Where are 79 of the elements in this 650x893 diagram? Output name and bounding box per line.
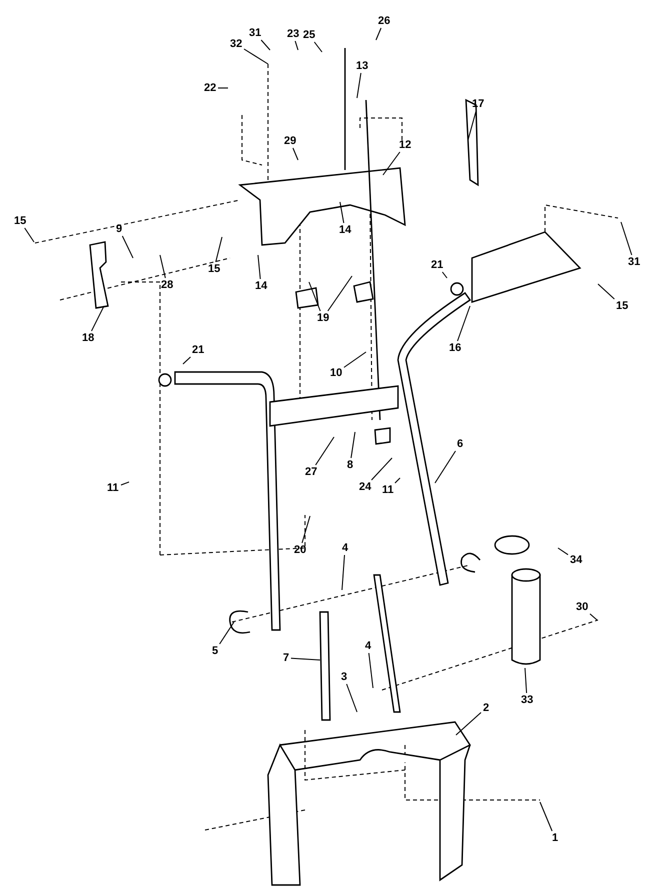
leader-line	[258, 254, 261, 280]
callout-number: 2	[482, 702, 490, 714]
callout-number: 14	[338, 224, 352, 236]
callout-number: 11	[106, 482, 120, 494]
leader-line	[122, 236, 134, 258]
callout-number: 7	[282, 652, 290, 664]
callout-number: 25	[302, 29, 316, 41]
callout-number: 4	[364, 640, 372, 652]
callout-number: 5	[211, 645, 220, 657]
leader-line	[91, 306, 104, 332]
leader-line	[590, 613, 598, 620]
leader-line	[620, 222, 632, 256]
callout-number: 18	[81, 332, 96, 344]
leader-line	[598, 284, 615, 300]
leader-line	[434, 450, 456, 484]
callout-number: 21	[191, 344, 206, 356]
leader-line	[342, 554, 345, 590]
callout-number: 29	[283, 135, 298, 147]
leader-line	[558, 548, 568, 556]
callout-number: 19	[316, 312, 330, 324]
callout-number: 26	[377, 15, 392, 27]
callout-number: 34	[569, 554, 584, 566]
leader-line	[215, 236, 222, 262]
leader-line	[457, 306, 470, 342]
callout-number: 32	[229, 38, 244, 50]
callout-number: 28	[160, 279, 174, 291]
callout-number: 30	[575, 601, 590, 613]
leader-line	[540, 802, 553, 832]
leader-line	[314, 42, 322, 52]
leader-line	[368, 652, 374, 688]
leader-line	[308, 282, 321, 312]
leader-line	[456, 712, 482, 736]
leader-line	[244, 48, 268, 64]
leader-line	[524, 668, 528, 694]
leader-line	[219, 622, 234, 644]
callout-number: 16	[448, 342, 462, 354]
leader-line	[160, 254, 166, 278]
callout-number: 10	[329, 367, 344, 379]
callout-number: 6	[456, 438, 464, 450]
callout-number: 33	[520, 694, 534, 706]
leader-line	[294, 40, 298, 50]
leader-line	[327, 276, 352, 312]
callout-number: 4	[341, 542, 350, 554]
callout-number: 11	[381, 484, 395, 496]
leader-line	[394, 478, 400, 484]
leader-line	[382, 152, 400, 176]
callout-number: 23	[286, 28, 300, 40]
callout-number: 21	[430, 259, 444, 271]
callout-number: 31	[248, 27, 262, 39]
leader-line	[120, 482, 130, 486]
callout-number: 13	[355, 60, 370, 72]
callout-number: 15	[207, 263, 222, 275]
leader-line	[356, 72, 362, 98]
leader-line	[344, 352, 366, 368]
callout-number: 3	[340, 671, 348, 683]
leader-line	[182, 356, 191, 364]
callout-number: 14	[254, 280, 268, 292]
callout-number: 15	[615, 300, 630, 312]
leader-line	[346, 684, 358, 712]
leader-line	[290, 658, 320, 660]
callout-number: 20	[293, 544, 308, 556]
leader-line	[442, 272, 448, 278]
callout-number: 31	[627, 256, 642, 268]
leader-line	[468, 110, 477, 140]
callout-number: 15	[13, 215, 28, 227]
leader-line	[376, 28, 382, 40]
leader-line	[24, 228, 34, 242]
leader-line	[371, 458, 392, 480]
callout-number: 22	[203, 82, 218, 94]
leader-line	[315, 436, 334, 466]
leader-line	[350, 432, 356, 458]
callout-number: 1	[551, 832, 560, 844]
leader-line	[302, 516, 310, 544]
callout-number: 27	[304, 466, 318, 478]
leader-line	[292, 148, 298, 160]
leader-line	[340, 202, 344, 224]
callout-number: 24	[358, 481, 372, 493]
callout-number: 8	[346, 459, 354, 471]
leader-line	[260, 40, 270, 50]
